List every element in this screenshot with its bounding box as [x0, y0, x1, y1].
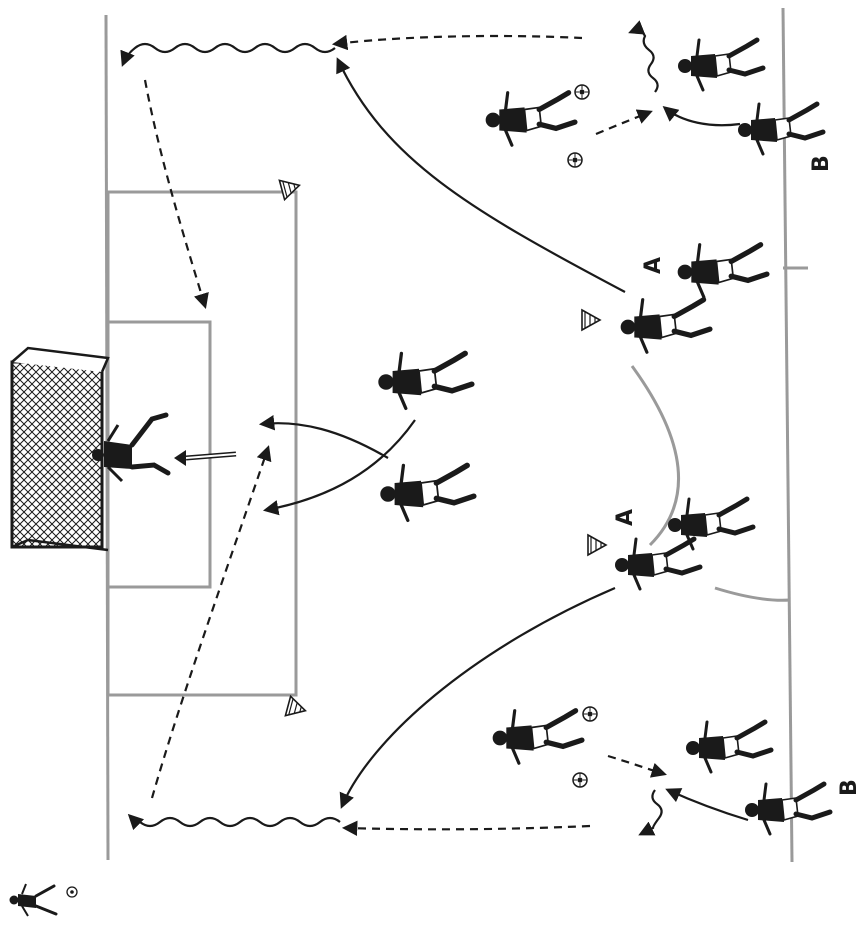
goal-net-icon — [10, 346, 110, 552]
player-figure-icon — [380, 465, 474, 520]
player-figure-icon — [678, 245, 767, 298]
goalkeeper-icon — [92, 412, 171, 483]
run-path-cross-2 — [262, 419, 416, 516]
label-group-a-top: A — [641, 257, 666, 274]
run-path-b-top — [662, 106, 741, 127]
pass-path-short-bottom — [607, 754, 667, 778]
pass-path-bottom-cross — [150, 445, 272, 799]
player-figure-icon — [378, 353, 472, 408]
cone-icon — [278, 174, 303, 201]
player-figure-icon — [745, 784, 830, 834]
pass-path-bottom-return — [341, 820, 591, 837]
player-figure-icon — [486, 93, 575, 145]
run-path-cross-1 — [258, 415, 389, 459]
ball-icon — [572, 772, 588, 788]
player-with-ball-icon — [9, 883, 78, 917]
run-path-a-top — [336, 57, 626, 293]
player-figure-icon — [678, 40, 763, 90]
penalty-arc — [630, 365, 680, 547]
dribble-path-top-right — [628, 20, 659, 93]
goalkeeper-movement-arrow — [174, 450, 237, 466]
pass-path-top-return — [331, 34, 583, 51]
player-figure-icon — [493, 711, 582, 764]
field-lines — [104, 7, 808, 863]
cone-icon — [284, 695, 309, 722]
label-group-b-bottom: B — [837, 779, 859, 796]
pass-path-top-cross — [143, 79, 209, 309]
center-circle-arc — [714, 586, 791, 602]
pass-paths — [143, 34, 667, 837]
ball-icon — [582, 706, 598, 722]
label-group-a-bottom: A — [613, 509, 638, 526]
player-figure-icon — [615, 539, 700, 589]
pass-path-short-top — [595, 109, 653, 136]
run-path-b-bottom — [665, 788, 749, 822]
ball-icon — [574, 84, 590, 100]
ball-icon — [567, 152, 583, 168]
cone-icon — [581, 309, 601, 331]
label-group-b-top: B — [809, 155, 834, 172]
run-path-a-bottom — [339, 586, 616, 809]
cone-icon — [587, 534, 607, 556]
players — [378, 40, 830, 834]
dribble-path-bottom-left — [127, 813, 341, 831]
player-figure-icon — [621, 300, 710, 353]
player-figure-icon — [668, 499, 753, 549]
movement-paths — [120, 20, 749, 836]
player-figure-icon — [738, 104, 823, 154]
dribble-path-bottom-right — [638, 789, 663, 836]
player-figure-icon — [686, 722, 771, 772]
dribble-path-top-left — [120, 42, 336, 67]
halfway-line — [781, 7, 794, 863]
